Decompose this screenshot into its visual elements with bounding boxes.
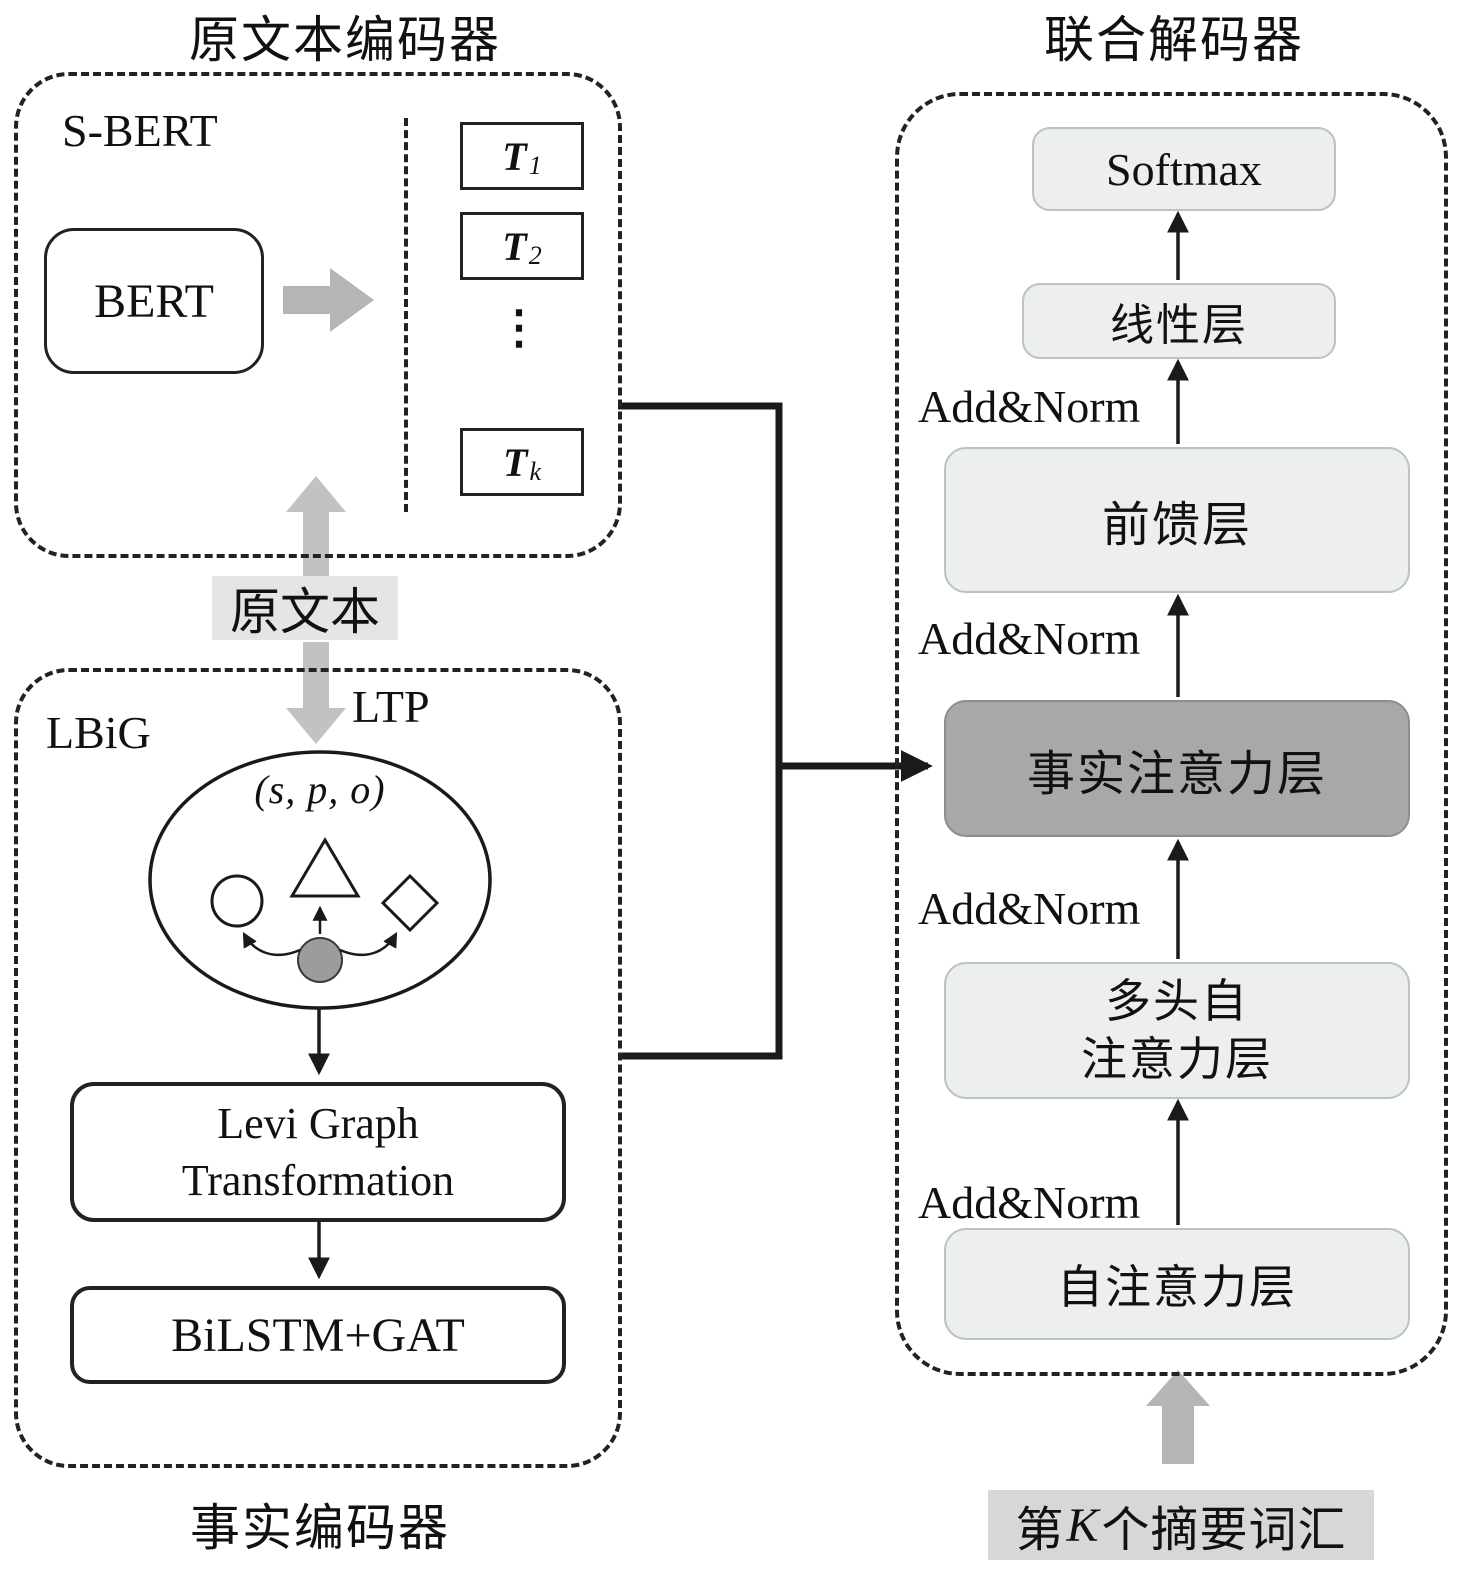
triangle-node [289,837,361,898]
feed-forward-layer-box: 前馈层 [944,447,1410,593]
fact-encoder-title: 事实编码器 [190,1500,450,1556]
linear-layer-box: 线性层 [1022,283,1336,359]
multi-head-label-line2: 注意力层 [1081,1033,1273,1085]
predicate-filled-node [297,937,343,983]
triple-spo-label: (s, p, o) [254,767,386,812]
token-t2-subscript: 2 [528,241,542,270]
multi-head-attention-layer-box: 多头自 注意力层 [944,962,1410,1099]
feed-forward-label: 前馈层 [1101,499,1252,552]
bert-to-tokens-arrow [283,268,374,332]
self-attention-layer-box: 自注意力层 [944,1228,1410,1340]
levi-label-line1: Levi Graph [217,1098,419,1148]
token-ellipsis: ⋮ [496,302,542,353]
diamond-node [380,873,440,933]
original-text-down-arrow [286,642,346,744]
bilstm-gat-label: BiLSTM+GAT [171,1308,465,1362]
fact-attention-label: 事实注意力层 [1026,747,1327,801]
linear-layer-label: 线性层 [1110,301,1248,350]
input-label-prefix: 第 [1015,1504,1065,1557]
levi-label-line2: Transformation [181,1156,455,1205]
sbert-encoder-container [14,72,622,558]
decoder-container [895,92,1448,1376]
lbig-label: LBiG [46,707,151,758]
fact-attention-layer-box: 事实注意力层 [944,700,1410,837]
input-label-k: K [1066,1498,1100,1552]
input-label-suffix: 个摘要词汇 [1101,1504,1347,1557]
lbig-encoder-container [14,668,622,1468]
token-t1-symbol: T [502,133,527,179]
joint-decoder-title: 联合解码器 [1044,12,1304,68]
add-norm-label-2: Add&Norm [918,613,1141,664]
encoder-to-decoder-connector [618,402,783,1060]
token-t2-symbol: T [502,223,527,269]
ltp-label: LTP [352,681,430,732]
original-text-up-arrow [286,476,346,578]
sbert-label: S-BERT [62,105,218,156]
softmax-label: Softmax [1106,143,1262,195]
token-tk-subscript: k [529,457,541,486]
original-text-label: 原文本 [212,576,398,640]
bert-box-label: BERT [94,274,214,328]
dashed-separator-line [404,118,408,512]
multi-head-label-line1: 多头自 [1105,976,1249,1027]
self-attention-label: 自注意力层 [1057,1262,1297,1313]
source-encoder-title: 原文本编码器 [189,12,501,68]
bert-box: BERT [44,228,264,374]
token-t1-subscript: 1 [528,151,542,180]
subject-circle-node [210,874,264,928]
levi-graph-transformation-box: Levi Graph Transformation [70,1082,566,1222]
node-edge-right [339,932,398,956]
add-norm-label-1: Add&Norm [918,381,1141,432]
token-tk-symbol: T [503,439,528,485]
bilstm-gat-box: BiLSTM+GAT [70,1286,566,1384]
add-norm-label-3: Add&Norm [918,883,1141,934]
triple-graph-ellipse [148,750,492,1010]
summary-word-input-arrow [1146,1370,1210,1464]
softmax-layer-box: Softmax [1032,127,1336,211]
node-edge-left [242,932,301,956]
add-norm-label-4: Add&Norm [918,1177,1141,1228]
